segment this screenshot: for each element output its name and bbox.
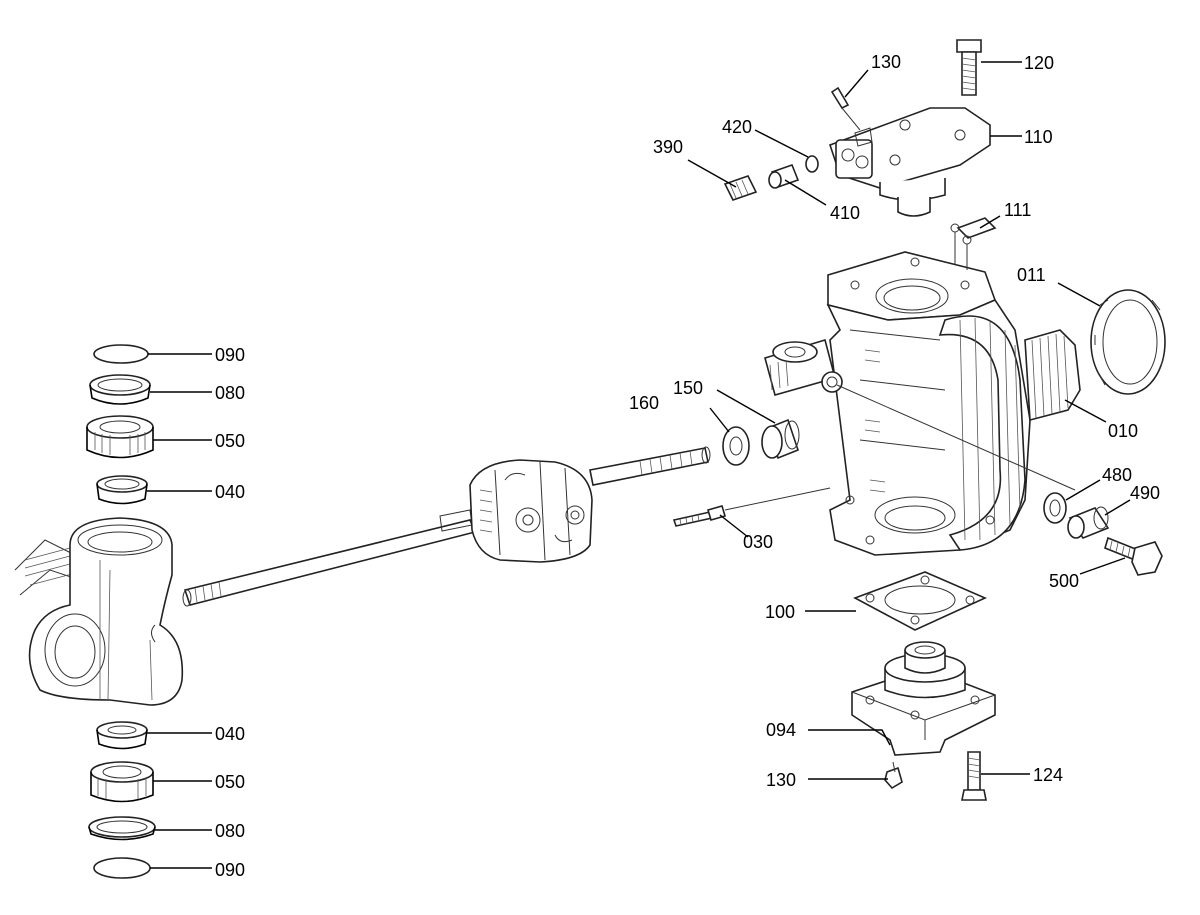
part-150-bushing: [761, 418, 800, 460]
callout-111: 111: [1004, 200, 1031, 220]
part-110-cover: [828, 107, 991, 217]
part-050-lower-bearing: [90, 761, 154, 803]
part-490-spacer: [1067, 506, 1110, 539]
part-100-gasket: [853, 571, 987, 631]
callout-080-bot: 080: [215, 821, 245, 841]
callout-110: 110: [1024, 127, 1053, 147]
part-090-upper-oring: [93, 344, 149, 364]
part-124-bolt: [961, 751, 987, 801]
callout-130-top: 130: [871, 52, 901, 72]
part-420-oring: [805, 155, 819, 173]
callout-160: 160: [629, 393, 659, 413]
part-080-lower-ring: [88, 816, 156, 841]
part-390-fitting: [723, 175, 758, 201]
callout-124: 124: [1033, 765, 1063, 785]
callout-040-top: 040: [215, 482, 245, 502]
callout-420: 420: [722, 117, 752, 137]
universal-joint: [469, 459, 593, 563]
callout-490: 490: [1130, 483, 1160, 503]
part-500-bolt: [1104, 536, 1163, 576]
callout-080-top: 080: [215, 383, 245, 403]
callout-030: 030: [743, 532, 773, 552]
part-010-knuckle-housing: [764, 251, 1081, 556]
callout-010: 010: [1108, 421, 1138, 441]
callout-100: 100: [765, 602, 795, 622]
part-040-upper-race: [96, 475, 148, 505]
callout-150: 150: [673, 378, 703, 398]
part-480-washer: [1043, 492, 1067, 524]
callout-500: 500: [1049, 571, 1079, 591]
part-130-upper-grease-nipple: [830, 86, 861, 131]
callout-011: 011: [1017, 265, 1046, 285]
part-080-upper-ring: [89, 374, 151, 405]
leader-lines: [147, 61, 1131, 869]
part-040-lower-race: [96, 721, 148, 750]
axle-housing: [14, 517, 184, 706]
part-410-fitting: [768, 163, 800, 189]
part-030-pin: [672, 487, 831, 527]
part-090-lower-oring: [93, 857, 151, 879]
callout-480: 480: [1102, 465, 1132, 485]
callout-040-bot: 040: [215, 724, 245, 744]
callout-094: 094: [766, 720, 796, 740]
drive-shaft: [182, 446, 711, 607]
callout-050-top: 050: [215, 431, 245, 451]
part-111-shim: [950, 217, 997, 270]
callout-410: 410: [830, 203, 860, 223]
part-011-ring-nut: [1090, 289, 1166, 395]
part-130-lower-grease-nipple: [884, 761, 903, 790]
part-160-washer: [722, 426, 750, 466]
part-120-bolt: [956, 39, 982, 96]
callout-050-bot: 050: [215, 772, 245, 792]
part-094-lower-pin-housing: [851, 641, 996, 756]
callout-390: 390: [653, 137, 683, 157]
part-050-upper-bearing: [86, 415, 154, 459]
callout-090-bot: 090: [215, 860, 245, 880]
callout-090-top: 090: [215, 345, 245, 365]
callout-120: 120: [1024, 53, 1054, 73]
callout-130-bot: 130: [766, 770, 796, 790]
